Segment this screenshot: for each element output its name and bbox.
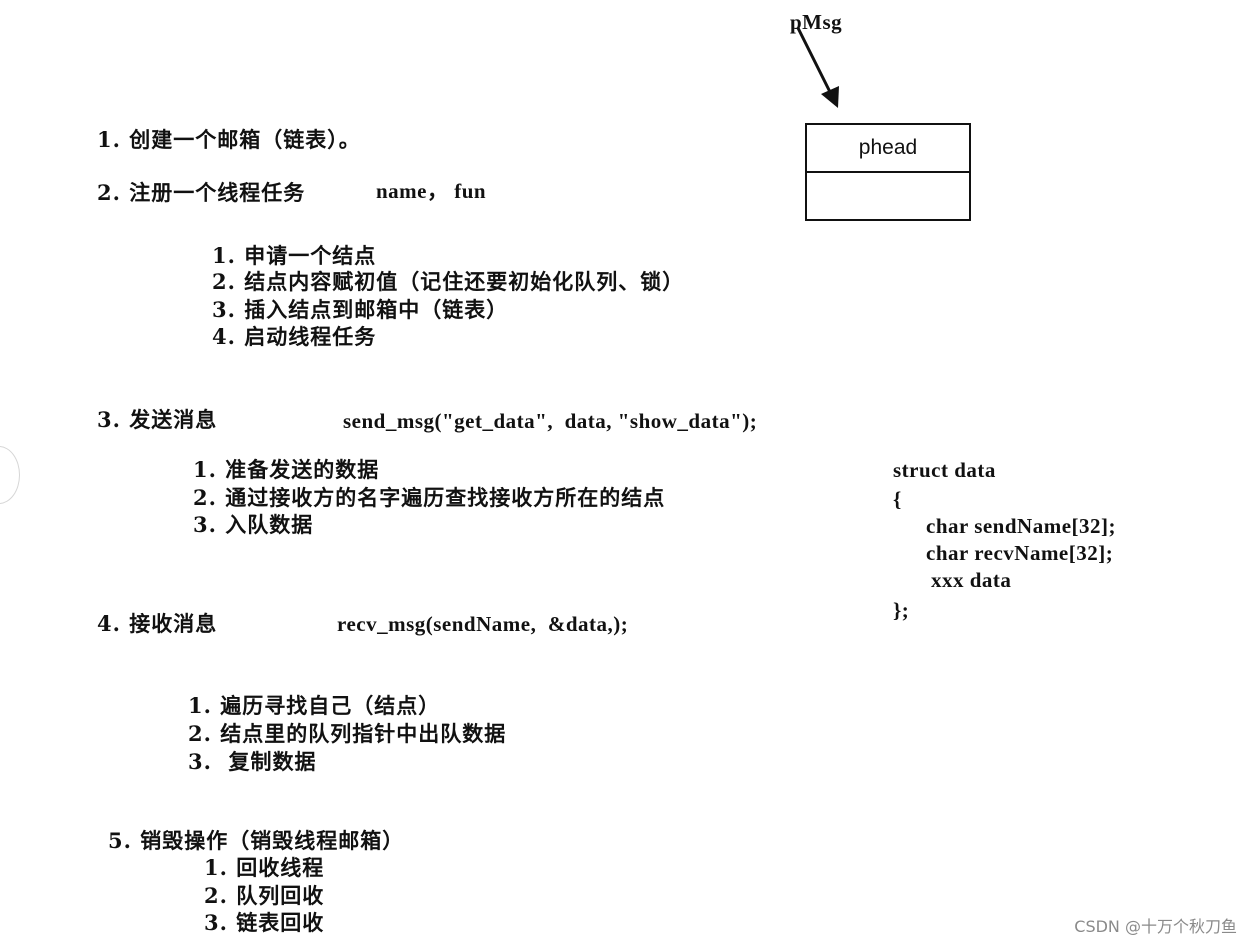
- node-box: phead: [805, 123, 971, 221]
- struct-line: xxx data: [931, 568, 1012, 592]
- step2-item: 2. 结点内容赋初值（记住还要初始化队列、锁）: [212, 269, 685, 294]
- step5-title: 5. 销毁操作（销毁线程邮箱）: [108, 828, 405, 853]
- step3-item: 1. 准备发送的数据: [193, 457, 380, 482]
- struct-line: {: [893, 487, 902, 511]
- scroll-edge-handle[interactable]: [0, 446, 20, 504]
- step2-item: 3. 插入结点到邮箱中（链表）: [212, 297, 509, 322]
- struct-line: char recvName[32];: [926, 541, 1114, 565]
- step3-item: 3. 入队数据: [193, 512, 314, 537]
- step4-code: recv_msg(sendName, &data,);: [337, 612, 629, 636]
- step1-title: 1. 创建一个邮箱（链表）。: [97, 127, 361, 152]
- step5-item: 2. 队列回收: [204, 883, 325, 908]
- pointer-arrow: [796, 27, 839, 108]
- step4-item: 2. 结点里的队列指针中出队数据: [188, 721, 507, 746]
- node-box-label: phead: [807, 125, 969, 173]
- step3-title: 3. 发送消息: [97, 407, 218, 432]
- step4-title: 4. 接收消息: [97, 611, 218, 636]
- struct-line: struct data: [893, 458, 996, 482]
- step2-item: 1. 申请一个结点: [212, 243, 377, 268]
- struct-line: char sendName[32];: [926, 514, 1117, 538]
- step2-title: 2. 注册一个线程任务: [97, 180, 306, 205]
- step3-code: send_msg("get_data", data, "show_data");: [343, 409, 758, 433]
- watermark: CSDN @十万个秋刀鱼: [1074, 917, 1237, 936]
- step2-item: 4. 启动线程任务: [212, 324, 377, 349]
- step2-params: name， fun: [376, 179, 487, 203]
- step5-item: 3. 链表回收: [204, 910, 325, 935]
- step5-item: 1. 回收线程: [204, 855, 325, 880]
- struct-line: };: [893, 598, 910, 622]
- step4-item: 1. 遍历寻找自己（结点）: [188, 693, 441, 718]
- step3-item: 2. 通过接收方的名字遍历查找接收方所在的结点: [193, 485, 666, 510]
- step4-item: 3. 复制数据: [188, 749, 317, 774]
